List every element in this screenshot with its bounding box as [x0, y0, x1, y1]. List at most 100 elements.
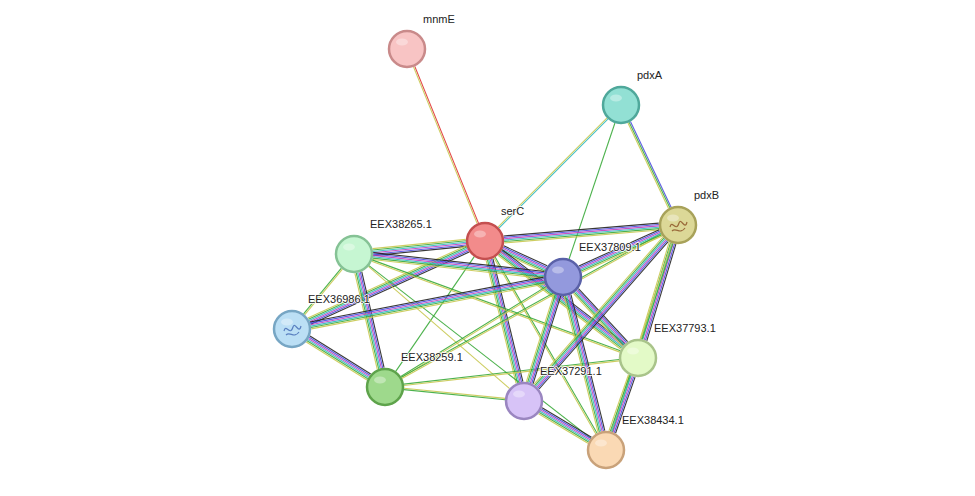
evidence-strand: [542, 408, 591, 438]
evidence-strand: [309, 337, 370, 375]
node-circle: [618, 338, 658, 378]
node-disc: [336, 236, 372, 272]
evidence-strand: [535, 238, 664, 385]
interaction-edge: [611, 243, 673, 432]
node-highlight: [552, 267, 564, 274]
node-highlight: [595, 440, 607, 447]
evidence-strand: [360, 272, 382, 368]
node-disc: [603, 87, 639, 123]
protein-node: pdxA: [601, 85, 641, 125]
evidence-strand: [536, 239, 665, 386]
interaction-edge: [355, 272, 384, 370]
protein-node: pdxB: [658, 205, 698, 245]
interaction-edge: [534, 237, 668, 389]
interaction-edge: [539, 408, 592, 444]
evidence-strand: [373, 257, 544, 276]
node-circle: [586, 430, 626, 470]
node-highlight: [513, 391, 525, 398]
interaction-edge: [414, 66, 479, 223]
evidence-strand: [534, 237, 663, 384]
node-label: pdxB: [694, 189, 719, 201]
node-highlight: [627, 348, 639, 355]
evidence-strand: [541, 409, 590, 439]
protein-node: EEX37809.1: [543, 257, 583, 297]
node-disc: [506, 383, 542, 419]
evidence-strand: [540, 411, 589, 441]
evidence-strand: [538, 241, 667, 388]
node-label: EEX36986.1: [308, 293, 370, 305]
evidence-strand: [311, 284, 545, 329]
node-label: EEX37291.1: [540, 365, 602, 377]
interaction-edge: [404, 388, 505, 400]
evidence-strand: [307, 341, 368, 379]
evidence-strand: [404, 390, 505, 400]
evidence-strand: [373, 239, 466, 248]
protein-node: serC: [465, 221, 505, 261]
evidence-strand: [566, 296, 600, 432]
evidence-strand: [499, 119, 608, 228]
node-circle: [658, 205, 698, 245]
evidence-strand: [628, 123, 669, 209]
node-highlight: [343, 244, 355, 251]
evidence-strand: [537, 240, 666, 387]
node-disc: [367, 369, 403, 405]
evidence-strand: [629, 122, 670, 208]
node-disc: [274, 311, 310, 347]
evidence-strand: [358, 273, 380, 369]
evidence-strand: [311, 283, 545, 328]
protein-node: mnmE: [387, 29, 427, 69]
node-highlight: [610, 95, 622, 102]
interaction-edge: [628, 122, 671, 209]
interaction-edge: [401, 286, 547, 377]
evidence-strand: [310, 336, 371, 374]
interaction-edge: [486, 259, 523, 384]
node-circle: [272, 309, 312, 349]
evidence-strand: [402, 235, 662, 379]
evidence-strand: [355, 273, 377, 369]
node-circle: [543, 257, 583, 297]
evidence-strand: [611, 243, 671, 432]
protein-node: EEX38259.1: [365, 367, 405, 407]
node-disc: [467, 223, 503, 259]
node-highlight: [281, 319, 293, 326]
node-label: EEX38265.1: [370, 218, 432, 230]
protein-node: EEX36986.1: [272, 309, 312, 349]
interaction-edge: [498, 118, 608, 228]
evidence-strand: [401, 286, 547, 376]
node-circle: [601, 85, 641, 125]
node-label: mnmE: [423, 13, 455, 25]
node-highlight: [374, 377, 386, 384]
evidence-strand: [539, 414, 588, 444]
evidence-strand: [373, 241, 466, 250]
evidence-strand: [539, 413, 588, 443]
node-disc: [389, 31, 425, 67]
node-label: EEX37793.1: [654, 322, 716, 334]
node-disc: [545, 259, 581, 295]
evidence-strand: [630, 122, 671, 208]
interaction-edge: [401, 234, 661, 379]
interaction-edge: [306, 336, 370, 380]
node-label: pdxA: [637, 69, 662, 81]
interaction-edge: [579, 230, 662, 273]
evidence-strand: [504, 230, 659, 243]
interaction-edge: [498, 250, 625, 349]
evidence-strand: [541, 410, 590, 440]
structure-thumbnail: [284, 325, 301, 335]
interaction-edge: [304, 268, 343, 315]
evidence-strand: [569, 123, 615, 259]
node-highlight: [396, 39, 408, 46]
evidence-strand: [612, 243, 672, 432]
node-circle: [365, 367, 405, 407]
node-label: EEX38434.1: [622, 414, 684, 426]
node-circle: [334, 234, 374, 274]
node-label: EEX37809.1: [579, 241, 641, 253]
node-circle: [387, 29, 427, 69]
evidence-strand: [308, 340, 369, 378]
node-disc: [660, 207, 696, 243]
evidence-strand: [359, 272, 381, 368]
node-circle: [504, 381, 544, 421]
evidence-strand: [579, 231, 659, 267]
evidence-strand: [504, 227, 659, 240]
node-highlight: [667, 215, 679, 222]
node-label: EEX38259.1: [401, 351, 463, 363]
